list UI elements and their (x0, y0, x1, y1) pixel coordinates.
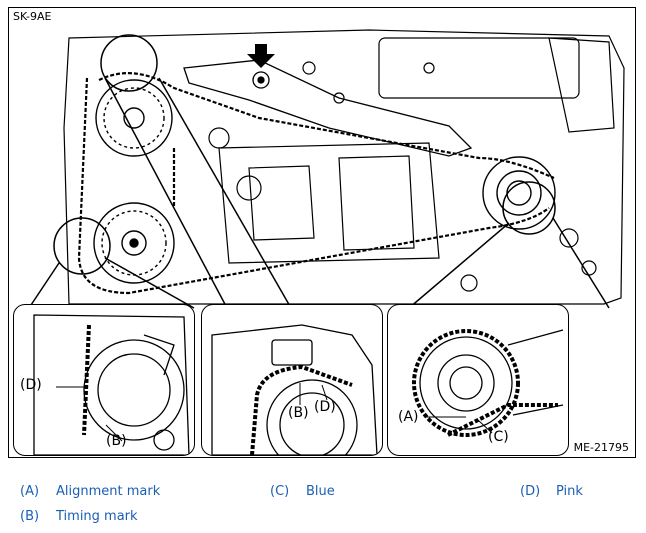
legend-key-d: (D) (520, 484, 541, 499)
inset-left-illustration (33, 314, 190, 455)
legend-key-c: (C) (270, 484, 290, 499)
legend-text-c: Blue (306, 484, 335, 499)
legend-item-c: (C) Blue (270, 484, 335, 499)
inset-center-illustration (211, 324, 378, 455)
engine-block (63, 29, 625, 305)
inset-center-label-d: (D) (314, 399, 336, 415)
legend-item-a: (A) Alignment mark (20, 484, 160, 499)
camshaft-sprockets (93, 79, 175, 284)
inset-right-label-c: (C) (488, 429, 509, 445)
legend-item-b: (B) Timing mark (20, 509, 138, 524)
crankshaft-sprocket (482, 156, 556, 230)
detail-inset-center: (B) (D) (201, 304, 383, 456)
diagram-frame: SK-9AE (8, 7, 636, 458)
inset-left-label-b: (B) (106, 433, 127, 449)
inset-right-label-a: (A) (398, 409, 419, 425)
legend-text-d: Pink (556, 484, 583, 499)
legend: (A) Alignment mark (C) Blue (D) Pink (B) Tim… (0, 478, 646, 533)
legend-key-a: (A) (20, 484, 40, 499)
legend-key-b: (B) (20, 509, 40, 524)
chain-guide (183, 59, 473, 157)
detail-inset-left: (D) (B) (13, 304, 195, 456)
timing-chain (77, 72, 555, 295)
detail-inset-right: (A) (C) (387, 304, 569, 456)
inset-right-illustration (412, 329, 564, 437)
figure-code: SK-9AE (13, 10, 52, 23)
inset-center-label-b: (B) (288, 405, 309, 421)
detail-callout-circles (28, 34, 610, 309)
figure-reference-code: ME-21795 (573, 441, 629, 454)
legend-text-b: Timing mark (56, 509, 138, 524)
down-arrow-icon (247, 44, 275, 68)
engine-timing-chain-illustration (28, 29, 625, 309)
inset-left-label-d: (D) (20, 377, 42, 393)
legend-text-a: Alignment mark (56, 484, 161, 499)
legend-item-d: (D) Pink (520, 484, 583, 499)
